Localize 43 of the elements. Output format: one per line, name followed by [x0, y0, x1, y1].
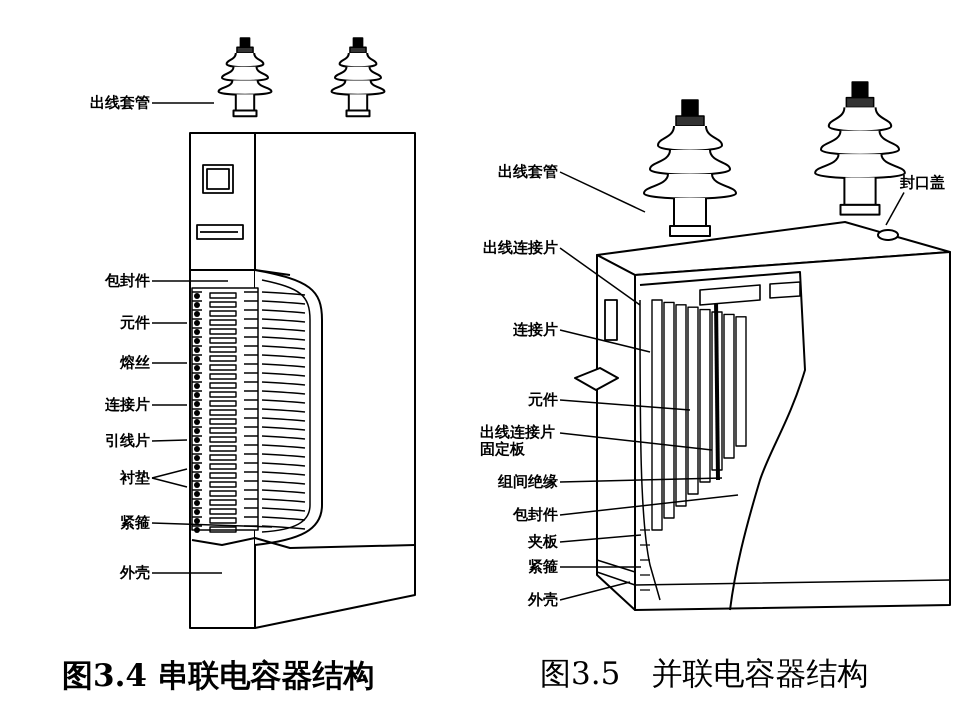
- part-label: 连接片: [513, 322, 558, 338]
- part-label: 外壳: [528, 592, 558, 608]
- leader-line: [152, 404, 187, 406]
- part-label: 包封件: [105, 272, 150, 290]
- part-label: 衬垫: [120, 470, 150, 486]
- leader-line: [560, 494, 738, 516]
- part-label: 包封件: [513, 506, 558, 524]
- leader-line: [560, 477, 722, 483]
- part-label: 外壳: [120, 564, 150, 582]
- leader-line: [560, 171, 646, 213]
- leader-line: [152, 102, 214, 104]
- part-label: 出线套管: [90, 94, 150, 112]
- leader-line: [560, 534, 642, 543]
- leader-line: [560, 247, 640, 306]
- leader-line: [152, 468, 188, 479]
- part-label: 连接片: [105, 396, 150, 414]
- leader-line: [560, 399, 690, 411]
- leader-line: [152, 322, 187, 324]
- figure-caption: 图3.4 串联电容器结构: [62, 657, 375, 696]
- part-label: 夹板: [528, 534, 558, 550]
- figure-caption: 图3.5 并联电容器结构: [540, 655, 868, 694]
- part-label: 封口盖: [900, 174, 945, 192]
- leader-line: [152, 362, 187, 364]
- part-label: 元件: [120, 314, 150, 332]
- part-label: 紧箍: [528, 558, 558, 576]
- part-label: 紧箍: [120, 514, 150, 532]
- part-label: 出线套管: [498, 164, 558, 180]
- leader-line: [152, 439, 188, 442]
- leader-line: [560, 566, 641, 568]
- leader-line: [885, 192, 905, 226]
- part-label: 组间绝缘: [498, 474, 558, 490]
- part-label: 元件: [528, 392, 558, 408]
- part-label: 出线连接片固定板: [480, 424, 558, 458]
- leader-line: [152, 477, 188, 488]
- part-label: 出线连接片: [483, 240, 558, 256]
- leader-line: [152, 522, 272, 528]
- part-label: 引线片: [105, 432, 150, 450]
- leader-line: [560, 432, 712, 451]
- leader-line: [152, 280, 228, 282]
- part-label: 熔丝: [120, 354, 150, 372]
- leader-line: [152, 572, 222, 574]
- leader-line: [560, 329, 650, 353]
- leader-line: [560, 581, 630, 601]
